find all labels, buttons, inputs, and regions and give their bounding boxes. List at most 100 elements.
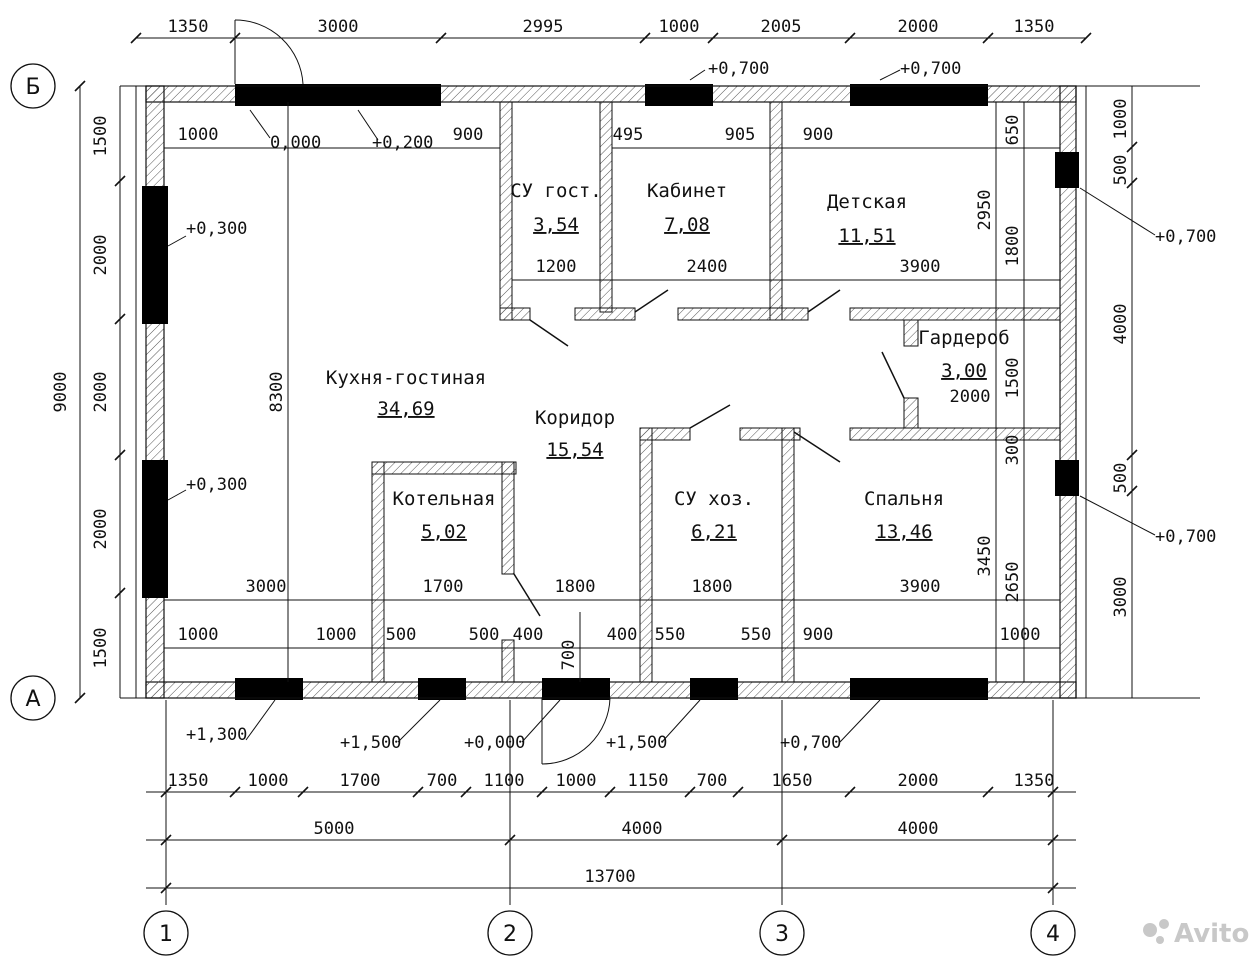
dim-inner: 1000	[178, 125, 219, 145]
dim-inner: 900	[453, 125, 484, 145]
level-mark: +0,300	[186, 219, 247, 239]
dim-inner-v: 700	[559, 640, 579, 671]
dim-top: 2000	[898, 17, 939, 37]
level-mark: 0,000	[270, 133, 321, 153]
dim-inner: 400	[513, 625, 544, 645]
dim-left: 2000	[91, 235, 111, 276]
room-name: СУ хоз.	[674, 488, 754, 510]
room-name: Кухня-гостиная	[326, 367, 486, 389]
room-name: Гардероб	[918, 327, 1010, 349]
dim-inner: 1000	[1000, 625, 1041, 645]
dim-bottom: 4000	[622, 819, 663, 839]
dim-total: 13700	[584, 867, 635, 887]
dim-top: 1350	[168, 17, 209, 37]
level-mark: +0,000	[464, 733, 525, 753]
dim-bottom: 1150	[628, 771, 669, 791]
dim-top: 2005	[761, 17, 802, 37]
level-mark: +0,300	[186, 475, 247, 495]
dim-bottom: 1350	[1014, 771, 1055, 791]
dim-bottom: 4000	[898, 819, 939, 839]
room-area: 5,02	[421, 521, 467, 543]
level-mark: +1,500	[606, 733, 667, 753]
level-mark: +0,700	[1155, 227, 1216, 247]
dim-inner-v: 3450	[975, 536, 995, 577]
dim-inner-v: 1500	[1003, 358, 1023, 399]
watermark-dot-icon	[1143, 923, 1157, 937]
dim-right: 500	[1111, 155, 1131, 186]
dim-left: 1500	[91, 116, 111, 157]
dim-inner-v: 2000	[950, 387, 991, 407]
dim-bottom: 5000	[314, 819, 355, 839]
dim-inner: 1200	[536, 257, 577, 277]
dim-inner: 495	[613, 125, 644, 145]
level-mark: +0,700	[780, 733, 841, 753]
room-area: 11,51	[838, 225, 895, 247]
dim-right: 4000	[1111, 304, 1131, 345]
dim-top: 1000	[659, 17, 700, 37]
dim-bottom: 1650	[772, 771, 813, 791]
dim-inner-v: 8300	[267, 372, 287, 413]
room-area: 34,69	[377, 398, 434, 420]
dim-right: 1000	[1111, 99, 1131, 140]
axis-label-4: 4	[1046, 922, 1060, 947]
dim-top: 2995	[523, 17, 564, 37]
room-name: Котельная	[393, 488, 496, 510]
avito-watermark: Avito	[1143, 919, 1249, 949]
interior-walls	[371, 101, 1061, 683]
dim-inner: 500	[386, 625, 417, 645]
dim-inner: 1000	[178, 625, 219, 645]
dim-inner: 2400	[687, 257, 728, 277]
tick-marks	[74, 32, 1138, 894]
window-openings	[142, 84, 1079, 700]
level-mark: +0,700	[900, 59, 961, 79]
dim-inner: 550	[741, 625, 772, 645]
dim-bottom: 1350	[168, 771, 209, 791]
room-name: Спальня	[864, 488, 944, 510]
dim-inner: 900	[803, 625, 834, 645]
watermark-text: Avito	[1174, 919, 1249, 949]
doors	[234, 19, 905, 765]
dim-inner: 550	[655, 625, 686, 645]
dim-inner: 3900	[900, 257, 941, 277]
watermark-dot-icon	[1159, 919, 1169, 929]
dim-bottom: 1100	[484, 771, 525, 791]
axis-label-a: А	[25, 687, 40, 712]
dim-bottom: 700	[427, 771, 458, 791]
dim-inner: 900	[803, 125, 834, 145]
room-name: Коридор	[535, 407, 615, 429]
axis-label-2: 2	[503, 922, 517, 947]
dim-inner: 3900	[900, 577, 941, 597]
dim-right: 500	[1111, 463, 1131, 494]
room-area: 6,21	[691, 521, 737, 543]
watermark-dot-icon	[1156, 936, 1164, 944]
dim-bottom: 1000	[556, 771, 597, 791]
room-area: 7,08	[664, 214, 710, 236]
dim-bottom: 700	[697, 771, 728, 791]
room-area: 15,54	[546, 439, 603, 461]
room-name: СУ гост.	[510, 180, 602, 202]
axis-label-1: 1	[159, 922, 173, 947]
dim-inner: 3000	[246, 577, 287, 597]
dim-inner-v: 650	[1003, 115, 1023, 146]
axis-label-b: Б	[25, 75, 40, 100]
room-area: 3,00	[941, 360, 987, 382]
level-mark: +0,700	[708, 59, 769, 79]
dim-left-outer: 9000	[51, 372, 71, 413]
dim-inner: 500	[469, 625, 500, 645]
room-area: 3,54	[533, 214, 579, 236]
dim-top: 1350	[1014, 17, 1055, 37]
dim-left: 2000	[91, 372, 111, 413]
dimension-lines	[79, 37, 1200, 905]
dim-inner: 1800	[555, 577, 596, 597]
level-mark: +1,300	[186, 725, 247, 745]
dim-inner: 1800	[692, 577, 733, 597]
room-name: Детская	[827, 191, 907, 213]
level-mark: +1,500	[340, 733, 401, 753]
dim-bottom: 1700	[340, 771, 381, 791]
dim-inner: 1700	[423, 577, 464, 597]
dim-left: 2000	[91, 509, 111, 550]
room-name: Кабинет	[647, 180, 727, 202]
dim-inner: 905	[725, 125, 756, 145]
